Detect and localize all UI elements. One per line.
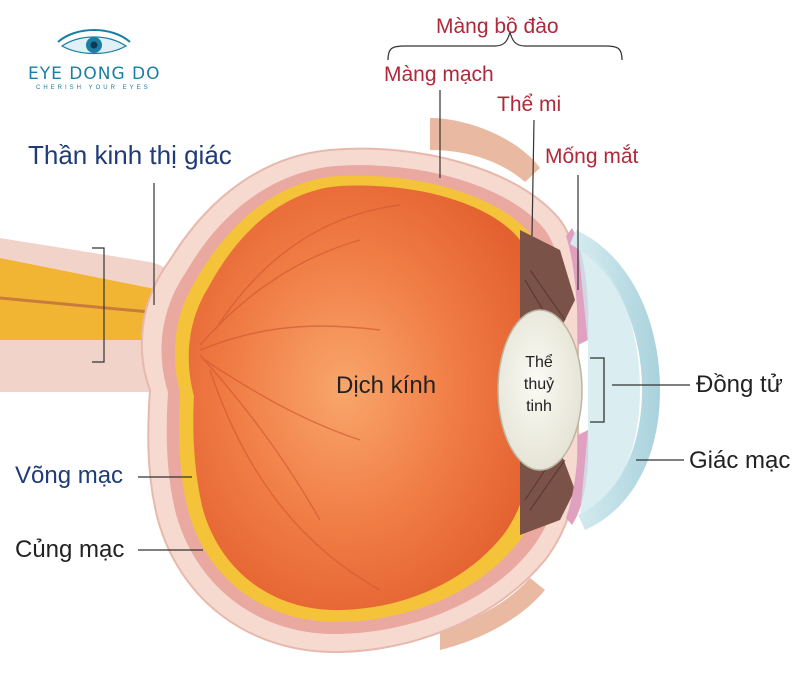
leader-lines	[92, 31, 690, 551]
label-mang-mach: Màng mạch	[384, 63, 494, 86]
iris-bottom	[566, 430, 589, 525]
label-than-kinh-thi-giac: Thần kinh thị giác	[28, 140, 232, 170]
label-the-thuy-tinh-line-1: Thể	[525, 354, 553, 371]
anterior-chamber	[578, 244, 640, 515]
leader-the-mi	[531, 119, 535, 237]
label-cung-mac: Củng mạc	[15, 536, 125, 563]
brand-logo: EYE DONG DO CHERISH YOUR EYES	[28, 22, 188, 102]
label-mong-mat: Mống mắt	[545, 145, 639, 168]
vitreous-shape	[188, 185, 533, 611]
brand-tagline: CHERISH YOUR EYES	[36, 85, 151, 91]
lens-shape	[497, 309, 583, 471]
label-giac-mac: Giác mạc	[689, 447, 791, 474]
bracket-mang-bo-dao	[387, 31, 623, 61]
label-the-thuy-tinh-line-2: thuỷ	[523, 376, 555, 393]
eye-icon	[57, 29, 131, 55]
retinal-vessels	[199, 204, 401, 591]
label-dich-kinh: Dịch kính	[336, 372, 437, 399]
label-mang-bo-dao: Màng bồ đào	[436, 15, 559, 38]
ciliary-body-top	[520, 230, 575, 330]
label-the-thuy-tinh-line-3: tinh	[526, 398, 552, 415]
label-the-mi: Thể mi	[497, 93, 562, 116]
label-vong-mac: Võng mạc	[15, 462, 124, 489]
cornea-shape	[570, 230, 660, 530]
label-the-thuy-tinh: Thể thuỷ tinh	[498, 352, 580, 418]
pupil-bracket	[590, 357, 605, 423]
muscle-bottom	[440, 578, 545, 650]
iris-top	[566, 228, 589, 345]
muscle-top	[430, 118, 540, 182]
brand-name: EYE DONG DO	[28, 64, 161, 84]
label-dong-tu: Đồng tử	[696, 371, 783, 398]
bracket-optic-nerve	[92, 247, 105, 363]
ciliary-body-bottom	[520, 450, 575, 535]
